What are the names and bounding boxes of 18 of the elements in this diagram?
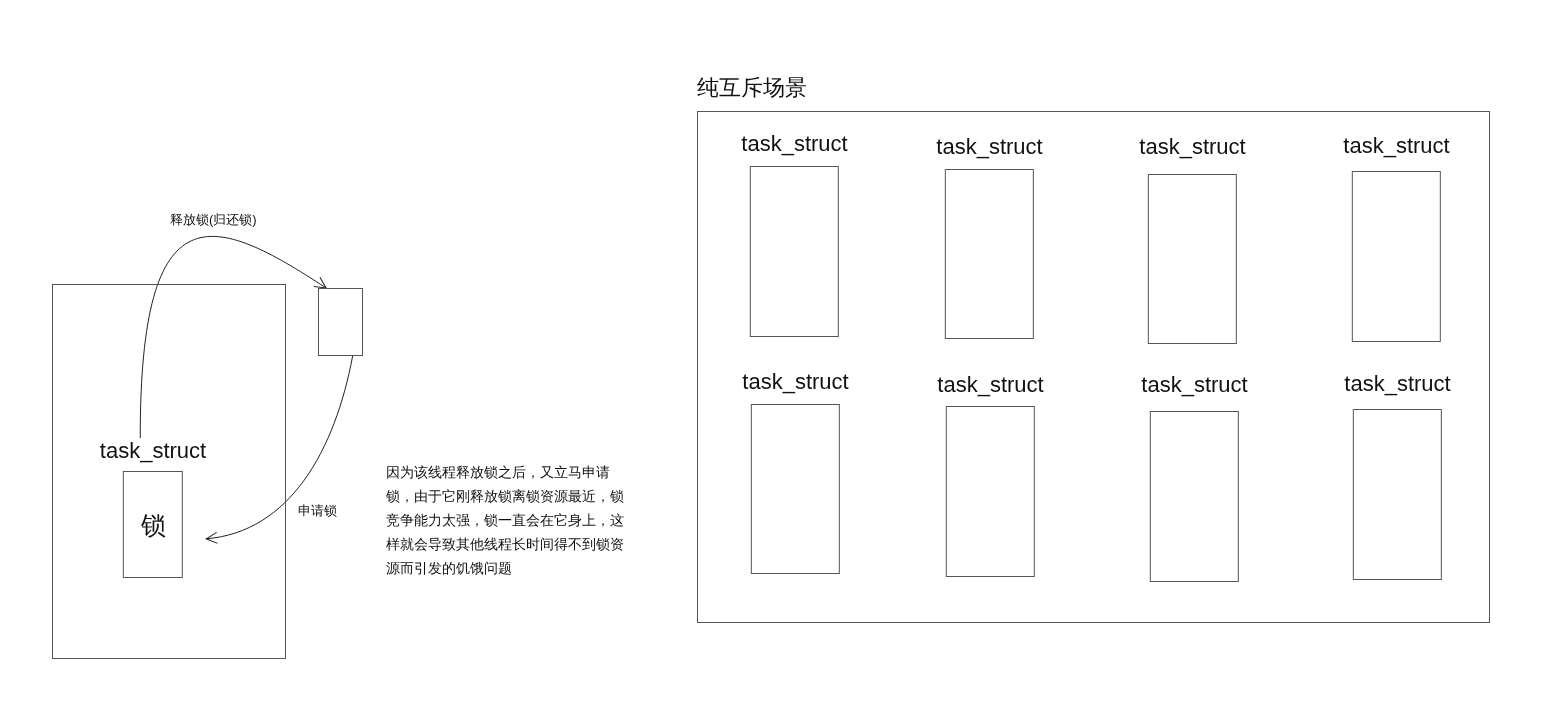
- box-heading: task_struct: [742, 369, 849, 395]
- box-heading: task_struct: [936, 134, 1043, 160]
- box-heading: task_struct: [1344, 371, 1451, 397]
- edge-label: 释放锁(归还锁): [170, 211, 257, 229]
- curved-arrow: [205, 355, 354, 543]
- box-label: 锁: [140, 509, 166, 540]
- box-heading: task_struct: [1343, 133, 1450, 159]
- curved-arrow: [139, 236, 327, 439]
- box-heading: task_struct: [1139, 134, 1246, 160]
- note-text: 因为该线程释放锁之后，又立马申请锁，由于它刚释放锁离锁资源最近，锁竞争能力太强，锁一直会在它身上，这样就会导致其他线程长时间得不到锁资源而引发的饥饿问题: [386, 463, 625, 578]
- box-heading: task_struct: [99, 438, 207, 464]
- empty-box: [318, 288, 363, 356]
- container-box: [52, 284, 286, 659]
- box-heading: task_struct: [1141, 372, 1248, 398]
- box-heading: task_struct: [741, 131, 848, 157]
- box-heading: task_struct: [937, 372, 1044, 398]
- edge-label: 申请锁: [298, 502, 337, 520]
- panel-title: 纯互斥场景: [697, 74, 807, 102]
